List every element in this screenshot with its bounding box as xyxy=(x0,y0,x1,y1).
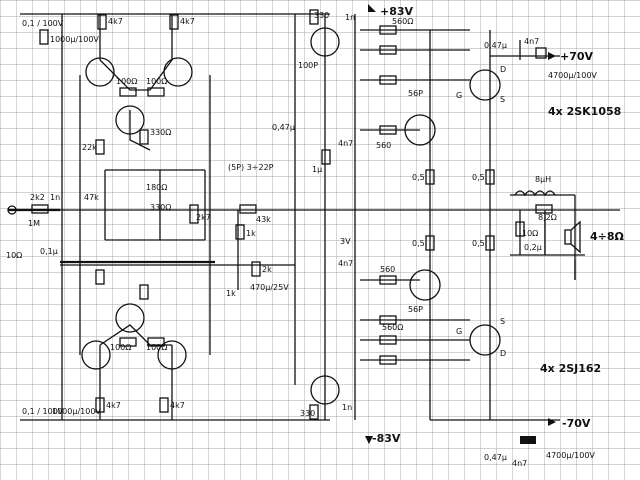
label-0-1u-in: 0,1μ xyxy=(40,247,58,256)
mosfet-p-output xyxy=(469,324,501,356)
rail-neg-out-label: -70V xyxy=(562,417,591,430)
label-43k: 43k xyxy=(256,215,271,224)
label-180r: 180Ω xyxy=(146,183,167,192)
mosfet-n-output xyxy=(469,69,501,101)
label-100r-a: 100Ω xyxy=(116,77,137,86)
label-1n-bot: 1n xyxy=(342,403,352,412)
label-2k2: 2k2 xyxy=(30,193,45,202)
label-47k: 47k xyxy=(84,193,99,202)
label-100r-d: 100Ω xyxy=(146,343,167,352)
rail-neg-driver-label: -83V xyxy=(372,432,401,445)
label-4n7: 4n7 xyxy=(338,259,353,268)
speaker-impedance-label: 4÷8Ω xyxy=(590,230,625,243)
transistor-q3 xyxy=(115,105,145,135)
label-4k7-a: 4k7 xyxy=(108,17,123,26)
label-1u: 1μ xyxy=(312,165,322,174)
label-330-bot: 330 xyxy=(300,409,315,418)
label-4n7-top: 4n7 xyxy=(524,37,539,46)
label-560r-c: 560Ω xyxy=(382,323,403,332)
label-1000u-bl: 1000μ/100V xyxy=(52,407,101,416)
transistor-q4 xyxy=(115,303,145,333)
label-drain-2: D xyxy=(500,349,506,358)
label-100p: 100P xyxy=(298,61,318,70)
label-1000u-tl: 1000μ/100V xyxy=(50,35,99,44)
label-2k7: 2k7 xyxy=(196,213,211,222)
compensation-label: (5P) 3÷22P xyxy=(228,163,274,172)
label-560r-a: 560Ω xyxy=(392,17,413,26)
label-56p-b: 56P xyxy=(408,305,423,314)
label-gate-2: G xyxy=(456,327,462,336)
transistor-q5 xyxy=(81,340,111,370)
label-330r: 330Ω xyxy=(150,128,171,137)
rail-markers xyxy=(7,4,556,444)
major-labels: +83V -83V +70V -70V 4x 2SK1058 4x 2SJ162… xyxy=(228,5,625,445)
label-8-2r: 8,2Ω xyxy=(538,213,557,222)
transistors xyxy=(81,27,501,405)
label-0-47-bot: 0,47μ xyxy=(484,453,507,462)
label-0-47-top: 0,47μ xyxy=(484,41,507,50)
label-4n7-a: 4n7 xyxy=(338,139,353,148)
label-560p-b: 560 xyxy=(380,265,395,274)
label-10r-out: 10Ω xyxy=(522,229,538,238)
label-1n: 1n xyxy=(50,193,60,202)
transistor-q-vas-bot xyxy=(310,375,340,405)
speaker xyxy=(564,229,572,245)
label-4700u-top: 4700μ/100V xyxy=(548,71,597,80)
label-4k7-d: 4k7 xyxy=(170,401,185,410)
label-100r-c: 100Ω xyxy=(110,343,131,352)
heavy-traces xyxy=(8,208,215,264)
label-470u: 470μ/25V xyxy=(250,283,289,292)
label-4n7-bot: 4n7 xyxy=(512,459,527,468)
mosfet-n-driver xyxy=(404,114,436,146)
label-drain-1: D xyxy=(500,65,506,74)
label-560-b: 560 xyxy=(376,141,391,150)
label-1k-b: 1k xyxy=(226,289,236,298)
label-0-1-bl: 0,1 / 100V xyxy=(22,407,64,416)
label-0-5c: 0,5 xyxy=(412,239,425,248)
label-0-47u: 0,47μ xyxy=(272,123,295,132)
label-22k: 22k xyxy=(82,143,97,152)
label-0-2u: 0,2μ xyxy=(524,243,542,252)
inductor-label: 8μH xyxy=(535,175,551,184)
label-10r: 10Ω xyxy=(6,251,22,260)
label-0-5b: 0,5 xyxy=(472,173,485,182)
label-56p-a: 56P xyxy=(408,89,423,98)
label-330r-b: 330Ω xyxy=(150,203,171,212)
rail-pos-out-label: +70V xyxy=(560,50,594,63)
nmos-count-label: 4x 2SK1058 xyxy=(548,105,621,118)
transistor-q-vas-top xyxy=(310,27,340,57)
passive-components xyxy=(31,9,581,444)
label-4k7-b: 4k7 xyxy=(180,17,195,26)
label-100r-b: 100Ω xyxy=(146,77,167,86)
label-4700u-bot: 4700μ/100V xyxy=(546,451,595,460)
label-4k7-c: 4k7 xyxy=(106,401,121,410)
label-2k: 2k xyxy=(262,265,272,274)
pmos-count-label: 4x 2SJ162 xyxy=(540,362,601,375)
label-1k-fb: 1k xyxy=(246,229,256,238)
label-1n-top: 1n xyxy=(345,13,355,22)
wiring xyxy=(8,13,620,421)
label-1m: 1M xyxy=(28,219,40,228)
label-source-2: S xyxy=(500,317,505,326)
component-labels: 0,1 / 100V 1000μ/100V 4k7 4k7 100Ω 100Ω … xyxy=(6,11,597,468)
label-330r-top: 330 xyxy=(314,11,329,20)
rail-pos-driver-label: +83V xyxy=(380,5,414,18)
label-0-5a: 0,5 xyxy=(412,173,425,182)
label-3v: 3V xyxy=(340,237,351,246)
transistor-q2 xyxy=(163,57,193,87)
label-source-1: S xyxy=(500,95,505,104)
label-0-1u-tl: 0,1 / 100V xyxy=(22,19,64,28)
transistor-q6 xyxy=(157,340,187,370)
mosfet-p-driver xyxy=(409,269,441,301)
transistor-q1 xyxy=(85,57,115,87)
label-gate-1: G xyxy=(456,91,462,100)
label-0-5d: 0,5 xyxy=(472,239,485,248)
